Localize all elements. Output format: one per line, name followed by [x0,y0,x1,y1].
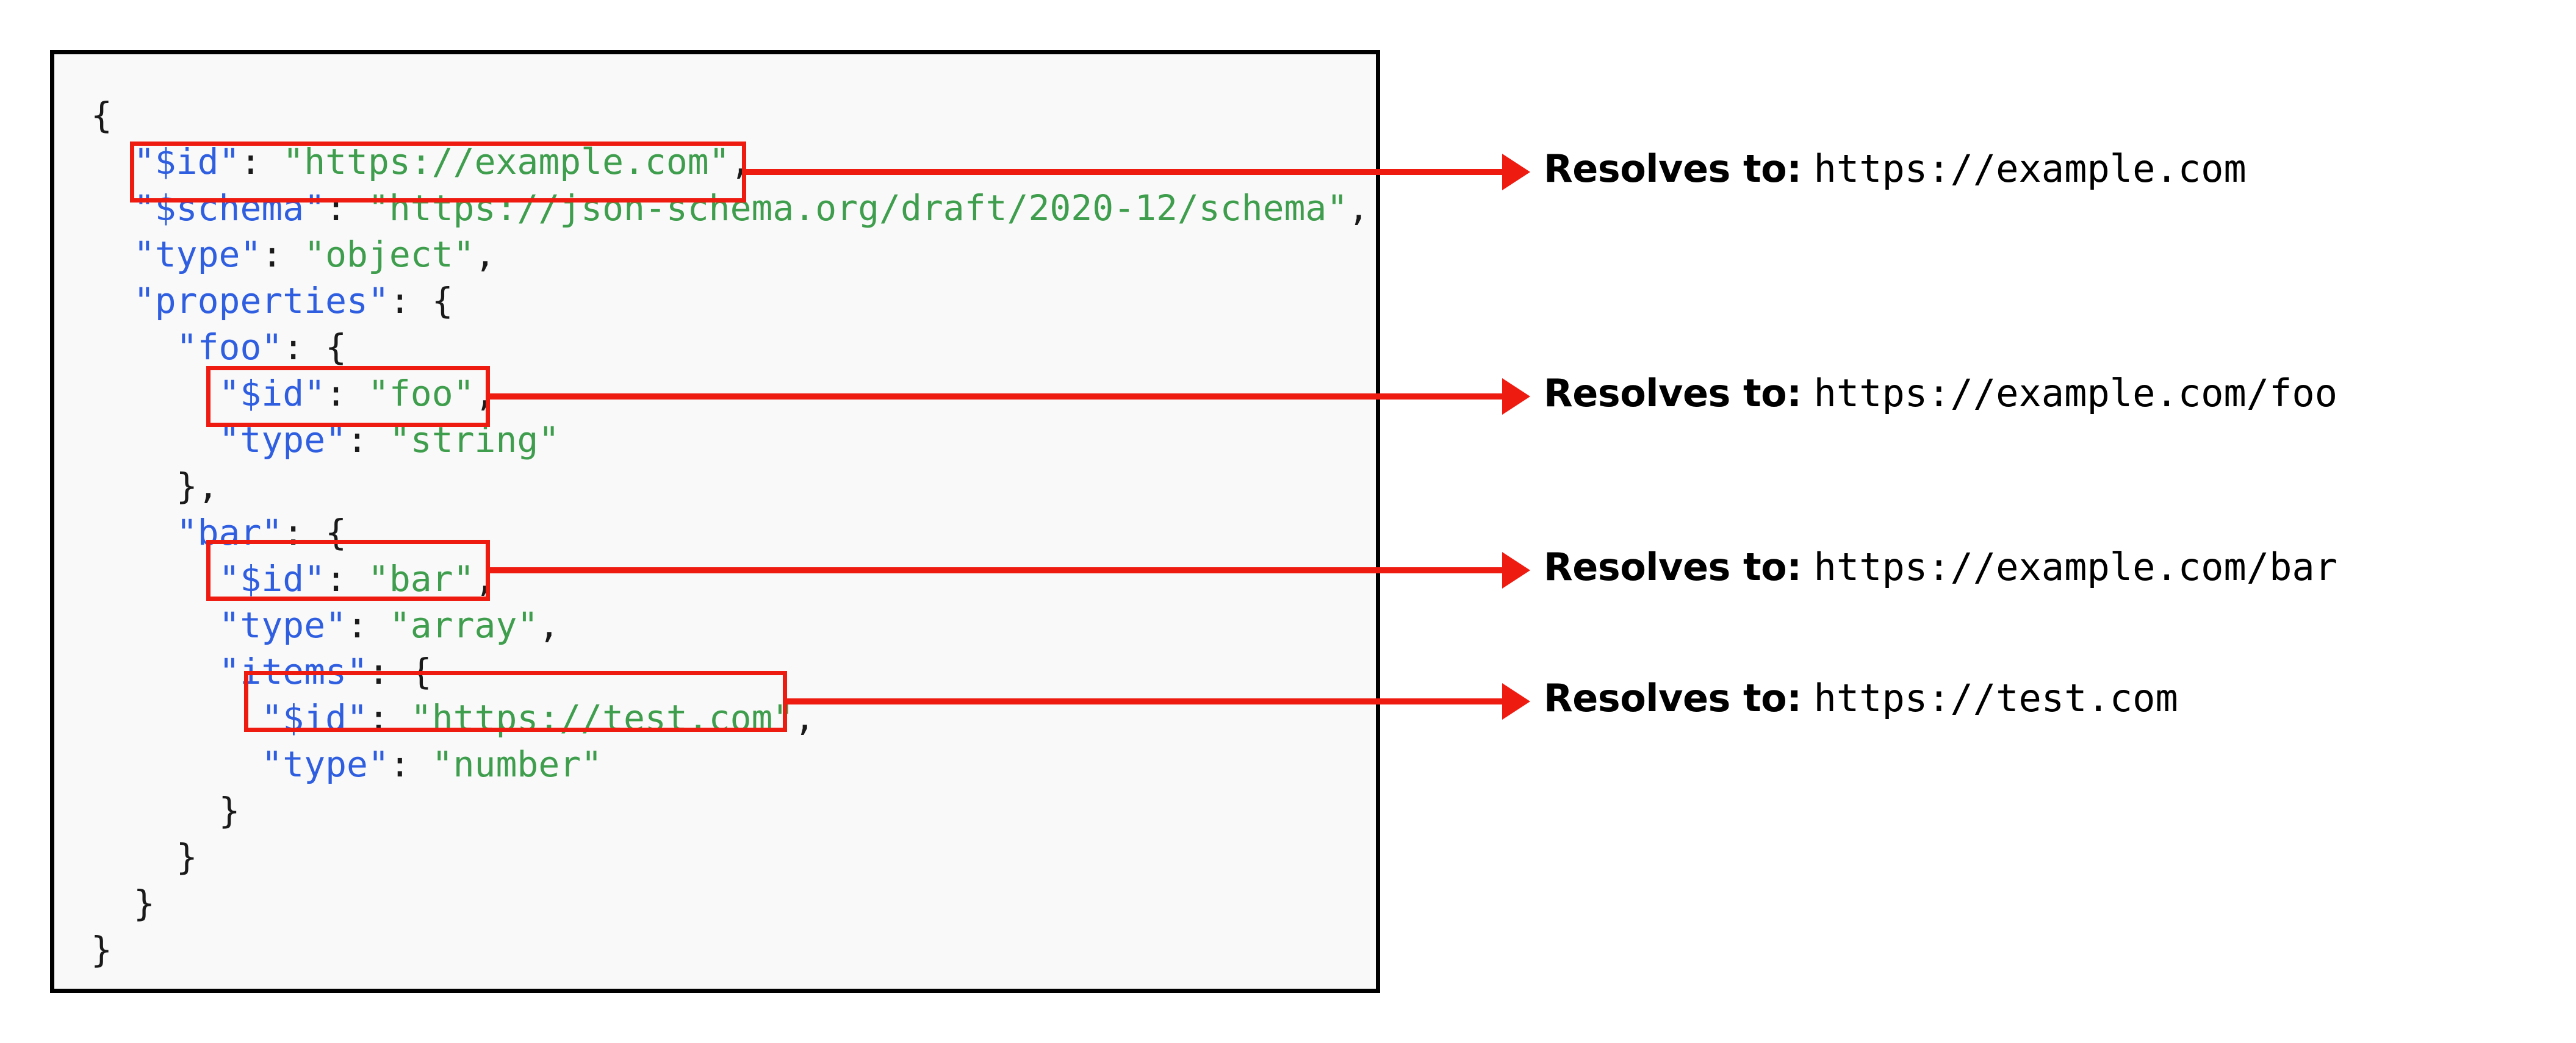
code-line: } [91,787,1369,834]
code-token: : [347,604,389,646]
code-token: } [218,790,240,831]
json-code-block: { "$id": "https://example.com", "$schema… [91,92,1369,973]
code-token: "properties" [133,280,389,321]
code-line: "$id": "bar", [91,556,1369,602]
code-token: } [91,929,112,970]
code-token: "bar" [176,512,283,553]
code-token: : [240,141,283,182]
arrow-line-id-items [785,698,1502,704]
arrow-head-id-root [1502,154,1530,190]
resolved-url: https://example.com [1813,146,2247,191]
code-token: "bar" [367,558,475,600]
code-token: : [325,558,368,600]
code-token: "foo" [176,326,283,368]
code-token: : [325,187,368,229]
code-line: "$id": "https://example.com", [91,138,1369,185]
code-token: : [261,234,304,275]
code-line: "$id": "foo", [91,370,1369,417]
code-token: , [730,141,752,182]
code-token: { [91,95,112,136]
arrow-head-id-bar [1502,552,1530,589]
code-token: : [325,373,368,414]
code-line: "type": "object", [91,231,1369,278]
arrow-head-id-foo [1502,378,1530,415]
arrow-line-id-foo [488,393,1502,400]
resolves-to-label: Resolves to: [1544,545,1802,589]
resolve-row-id-bar: Resolves to: https://example.com/bar [1544,545,2337,589]
code-token: : { [282,326,347,368]
code-line: } [91,834,1369,880]
highlight-box-id-items [244,671,787,732]
code-token: "$id" [133,141,240,182]
resolved-url: https://test.com [1813,676,2178,720]
code-token: "$schema" [133,187,326,229]
code-token: "$id" [218,373,326,414]
resolves-to-label: Resolves to: [1544,146,1802,191]
code-token: } [133,883,155,924]
highlight-box-id-bar [206,540,490,601]
code-token: "foo" [367,373,475,414]
code-token: , [474,558,496,600]
code-token: "type" [261,744,389,785]
code-token: "type" [133,234,262,275]
resolved-url: https://example.com/foo [1813,371,2338,415]
code-token: : [389,744,432,785]
code-token: "type" [218,604,347,646]
code-line: "bar": { [91,509,1369,556]
code-token: : { [389,280,453,321]
code-line: "properties": { [91,278,1369,324]
code-line: } [91,880,1369,927]
code-token: , [1348,187,1370,229]
resolve-row-id-items: Resolves to: https://test.com [1544,676,2178,720]
code-line: "type": "array", [91,602,1369,648]
code-line: } [91,927,1369,973]
highlight-box-id-foo [206,366,490,427]
json-code-panel: { "$id": "https://example.com", "$schema… [50,50,1380,993]
highlight-box-id-root [130,142,746,203]
code-token: "array" [389,604,539,646]
arrow-line-id-root [744,169,1502,175]
resolve-row-id-foo: Resolves to: https://example.com/foo [1544,371,2337,415]
arrow-line-id-bar [488,567,1502,573]
resolves-to-label: Resolves to: [1544,371,1802,415]
resolve-row-id-root: Resolves to: https://example.com [1544,146,2247,191]
code-token: "$id" [218,558,326,600]
code-line: "$schema": "https://json-schema.org/draf… [91,185,1369,231]
code-token: "number" [431,744,603,785]
code-token: , [474,234,496,275]
code-line: "foo": { [91,324,1369,370]
code-line: "type": "number" [91,741,1369,787]
code-token: "https://example.com" [282,141,730,182]
resolved-url: https://example.com/bar [1813,545,2338,589]
code-token: "object" [304,234,475,275]
code-token: "https://json-schema.org/draft/2020-12/s… [367,187,1348,229]
code-line: { [91,92,1369,138]
code-token: , [538,604,560,646]
arrow-head-id-items [1502,683,1530,720]
resolves-to-label: Resolves to: [1544,676,1802,720]
code-token: } [176,836,198,878]
code-token: : { [282,512,347,553]
code-line: }, [91,463,1369,509]
code-token: }, [176,465,219,507]
